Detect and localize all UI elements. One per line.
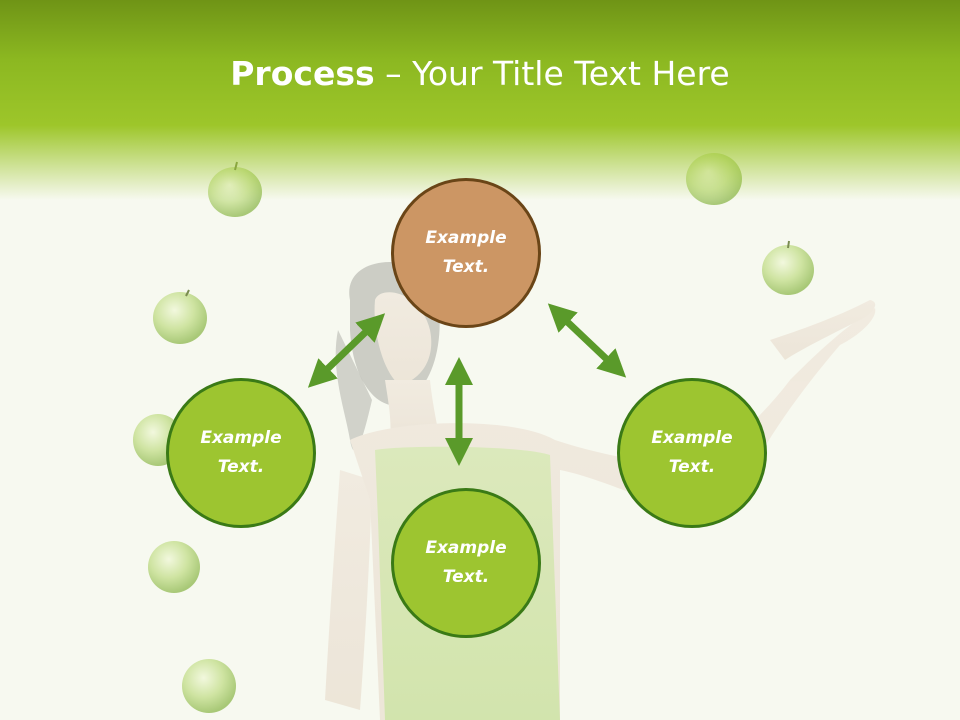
arrow-top-right	[547, 303, 627, 378]
title-bar	[0, 0, 960, 200]
node-right: Example Text.	[617, 378, 767, 528]
slide-title: Process – Your Title Text Here	[0, 52, 960, 96]
node-right-label: Example Text.	[651, 428, 733, 477]
node-left: Example Text.	[166, 378, 316, 528]
node-top-label: Example Text.	[425, 228, 507, 277]
node-top: Example Text.	[391, 178, 541, 328]
node-bottom: Example Text.	[391, 488, 541, 638]
title-rest: – Your Title Text Here	[374, 54, 730, 93]
node-left-label: Example Text.	[200, 428, 282, 477]
title-bold: Process	[230, 54, 375, 93]
node-bottom-label: Example Text.	[425, 538, 507, 587]
arrow-top-left	[307, 313, 386, 388]
